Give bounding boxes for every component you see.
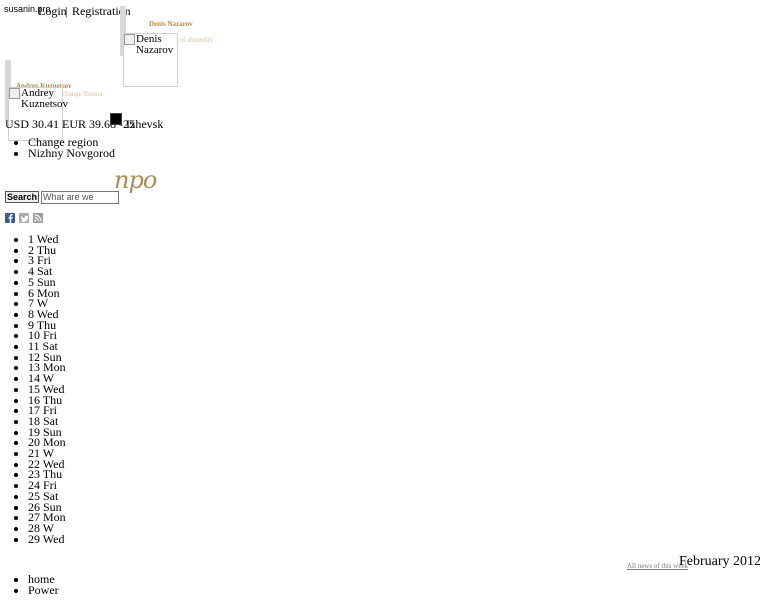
calendar-day[interactable]: 29 Wed — [28, 533, 66, 545]
calendar-day[interactable]: 9 Thu — [28, 319, 66, 331]
author-1-photo-alt: Denis Nazarov — [136, 33, 174, 56]
calendar-day[interactable]: 17 Fri — [28, 404, 66, 416]
calendar-day[interactable]: 23 Thu — [28, 469, 66, 481]
calendar-day[interactable]: 18 Sat — [28, 415, 66, 427]
calendar-day[interactable]: 8 Wed — [28, 308, 66, 320]
weather-icon — [110, 113, 122, 125]
region-menu: Change region Nizhny Novgorod — [10, 136, 115, 159]
calendar-day[interactable]: 26 Sun — [28, 501, 66, 513]
current-city[interactable]: Izhevsk — [126, 117, 164, 131]
search-button[interactable]: Search — [5, 191, 39, 203]
broken-image-icon — [9, 88, 20, 99]
calendar-day[interactable]: 28 W — [28, 522, 66, 534]
nav-item-home[interactable]: home — [28, 573, 59, 585]
twitter-icon[interactable] — [19, 213, 29, 223]
calendar-day[interactable]: 14 W — [28, 372, 66, 384]
calendar-day[interactable]: 1 Wed — [28, 233, 66, 245]
currency-rates: USD 30.41 EUR 39.68 -25 — [5, 117, 136, 131]
calendar-day[interactable]: 3 Fri — [28, 255, 66, 267]
calendar-day[interactable]: 10 Fri — [28, 329, 66, 341]
calendar-day[interactable]: 22 Wed — [28, 458, 66, 470]
author-1-note: ... — [149, 28, 155, 36]
author-2-note: change Russia — [62, 90, 103, 98]
calendar-day[interactable]: 16 Thu — [28, 394, 66, 406]
all-news-link[interactable]: All news of this week — [627, 562, 689, 570]
site-logo[interactable]: npo — [114, 166, 157, 194]
rss-icon[interactable] — [33, 213, 43, 223]
calendar-day[interactable]: 15 Wed — [28, 383, 66, 395]
login-link[interactable]: Login — [38, 4, 67, 18]
calendar-day[interactable]: 6 Mon — [28, 287, 66, 299]
region-menu-item[interactable]: Nizhny Novgorod — [28, 147, 115, 159]
registration-link[interactable]: Registration — [72, 4, 131, 18]
calendar-day[interactable]: 2 Thu — [28, 244, 66, 256]
calendar-day[interactable]: 25 Sat — [28, 490, 66, 502]
calendar-day[interactable]: 7 W — [28, 297, 66, 309]
calendar-day[interactable]: 20 Mon — [28, 437, 66, 449]
calendar-day[interactable]: 19 Sun — [28, 426, 66, 438]
calendar-day[interactable]: 11 Sat — [28, 340, 66, 352]
author-2-photo[interactable]: Andrey Kuznetsov — [8, 87, 68, 141]
author-1-bar — [120, 6, 126, 56]
calendar-day[interactable]: 24 Fri — [28, 479, 66, 491]
broken-image-icon — [124, 34, 135, 45]
calendar-day[interactable]: 12 Sun — [28, 351, 66, 363]
author-2-name[interactable]: Andrey Kuznetsov — [16, 82, 72, 90]
calendar-day[interactable]: 27 Mon — [28, 511, 66, 523]
nav-item-power[interactable]: Power — [28, 584, 59, 596]
author-1-note-2: the point of absurdity — [153, 36, 214, 44]
author-1-photo[interactable]: Denis Nazarov — [123, 33, 178, 87]
site-name[interactable]: susanin.pro — [4, 4, 51, 14]
calendar-days: 1 Wed 2 Thu 3 Fri 4 Sat 5 Sun 6 Mon 7 W … — [10, 233, 66, 545]
region-menu-item[interactable]: Change region — [28, 136, 115, 148]
calendar-day[interactable]: 13 Mon — [28, 362, 66, 374]
calendar-day[interactable]: 21 W — [28, 447, 66, 459]
calendar-day[interactable]: 4 Sat — [28, 265, 66, 277]
calendar-day[interactable]: 5 Sun — [28, 276, 66, 288]
facebook-icon[interactable] — [5, 213, 15, 223]
header-separator: | — [65, 4, 68, 18]
nav-menu: home Power — [10, 573, 59, 596]
month-label: February 2012 — [679, 554, 760, 569]
search-input[interactable]: What are we looking — [41, 191, 119, 204]
author-2-photo-alt: Andrey Kuznetsov — [21, 87, 69, 110]
author-1-name[interactable]: Denis Nazarov — [149, 20, 193, 28]
